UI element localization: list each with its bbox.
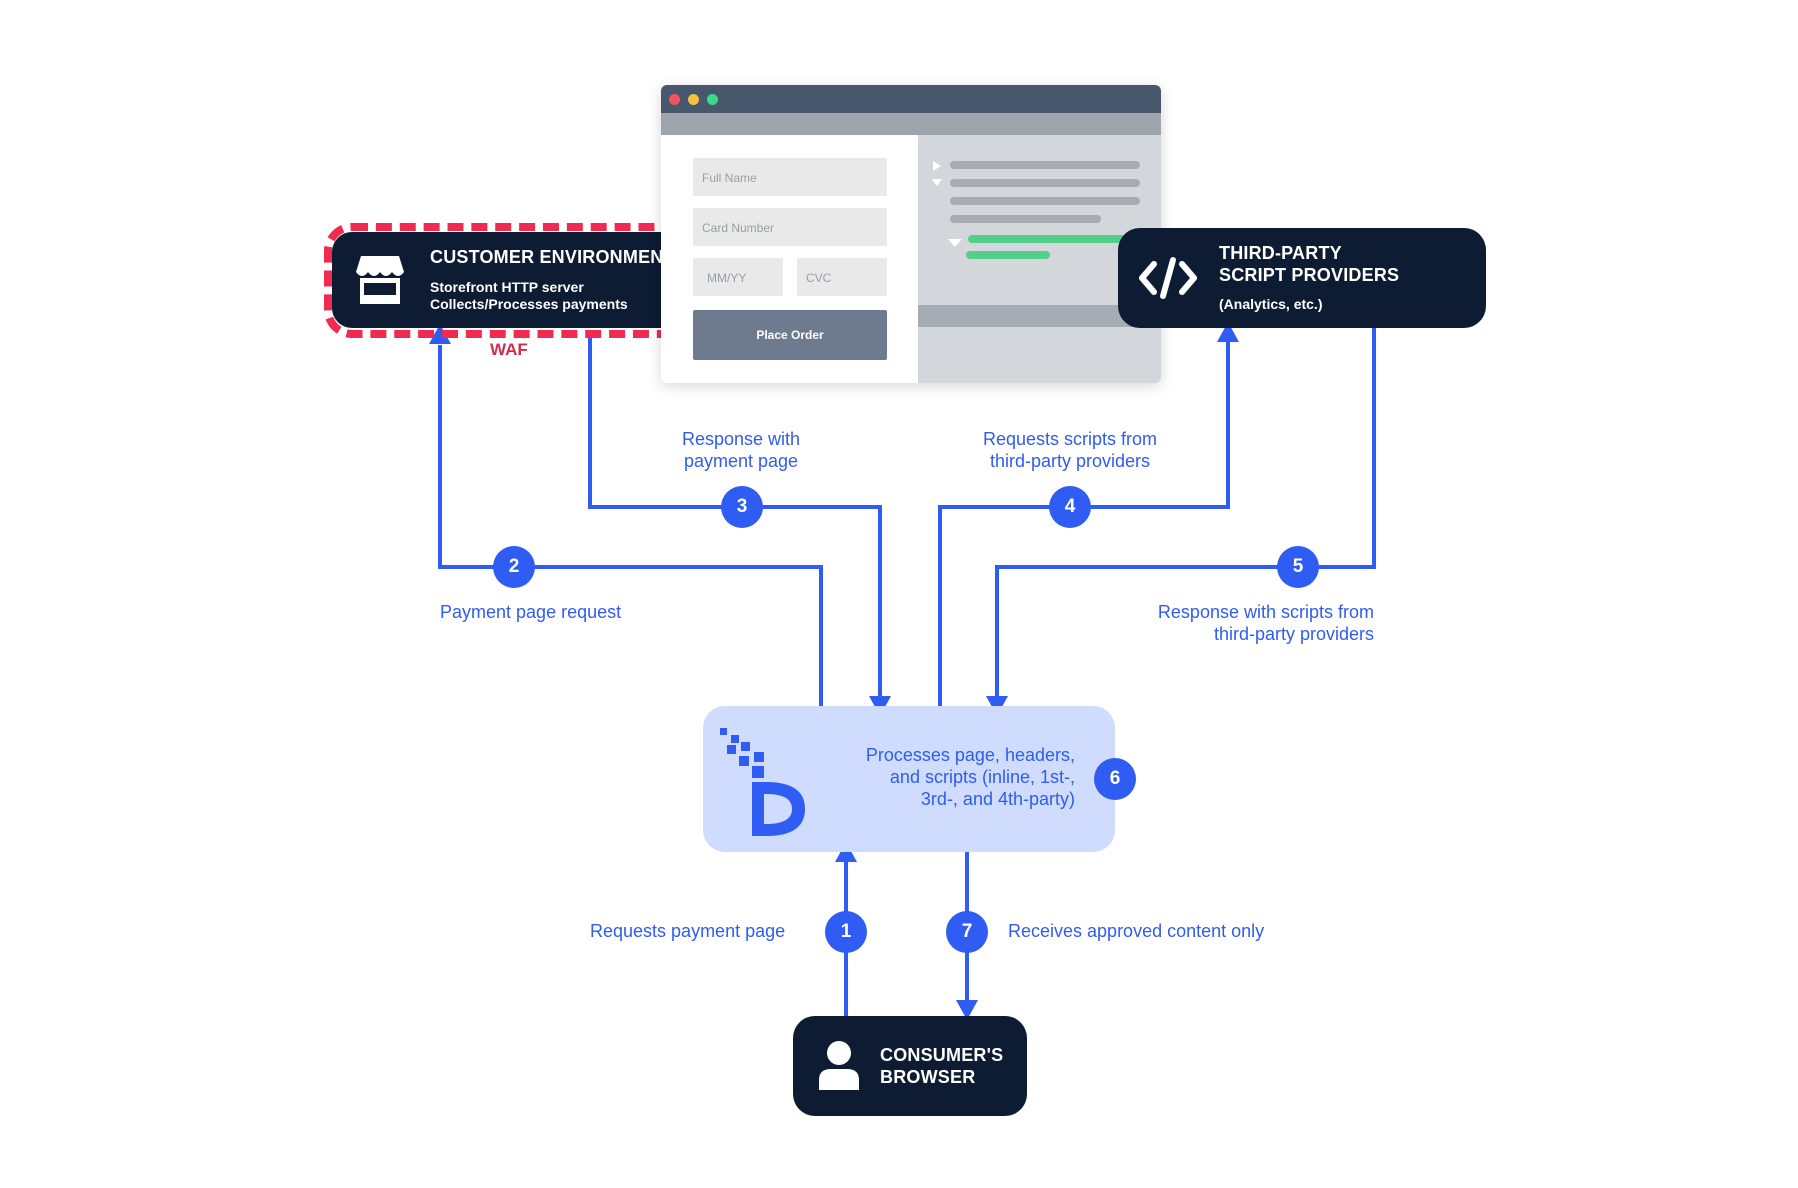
arrowhead-step-7 <box>956 1000 978 1020</box>
arrowhead-step-1 <box>835 842 857 862</box>
third-party-subtitle: (Analytics, etc.) <box>1219 296 1323 312</box>
step-3-label: Response with payment page <box>652 428 830 472</box>
step-4-label-line-2: third-party providers <box>989 451 1151 471</box>
code-line-highlight <box>968 235 1128 243</box>
panel-footer-bar <box>918 305 1161 327</box>
step-1-label: Requests payment page <box>590 921 786 941</box>
step-1-badge: 1 <box>825 911 867 953</box>
payment-page-mockup: Full Name Card Number MM/YY CVC Place Or… <box>661 85 1161 383</box>
d-logo-icon <box>720 728 805 836</box>
expiry-field: MM/YY <box>693 258 783 296</box>
flow-line-step-5 <box>995 328 1376 700</box>
customer-environment-line-1: Storefront HTTP server <box>430 279 584 295</box>
step-3-label-line-1: Response with <box>681 429 801 449</box>
step-2-badge: 2 <box>493 546 535 588</box>
script-processor-box <box>703 706 1115 852</box>
code-icon <box>1139 257 1197 299</box>
code-line-highlight <box>966 251 1050 259</box>
third-party-title-line-1: THIRD-PARTY <box>1219 243 1342 263</box>
step-5-badge: 5 <box>1277 546 1319 588</box>
step-3-label-line-2: payment page <box>683 451 799 471</box>
user-icon <box>819 1041 859 1090</box>
disclosure-arrows-icon <box>932 161 942 186</box>
step-5-label: Response with scripts from third-party p… <box>1100 601 1374 645</box>
window-address-bar <box>661 113 1161 135</box>
step-6-badge: 6 <box>1094 758 1136 800</box>
maximize-dot-icon <box>707 94 718 105</box>
code-line <box>950 215 1101 223</box>
code-line <box>950 197 1140 205</box>
processor-description: Processes page, headers, and scripts (in… <box>810 744 1075 810</box>
step-7-badge: 7 <box>946 911 988 953</box>
step-4-label-line-1: Requests scripts from <box>982 429 1158 449</box>
customer-environment-line-2: Collects/Processes payments <box>430 296 628 312</box>
third-party-script-providers-node: THIRD-PARTY SCRIPT PROVIDERS (Analytics,… <box>1118 228 1486 328</box>
processor-line-2: and scripts (inline, 1st-, <box>889 767 1075 787</box>
step-7-label: Receives approved content only <box>1008 921 1265 941</box>
minimize-dot-icon <box>688 94 699 105</box>
step-5-label-line-2: third-party providers <box>1213 624 1374 644</box>
customer-environment-node: CUSTOMER ENVIRONMENT Storefront HTTP ser… <box>332 232 704 328</box>
consumers-browser-node: CONSUMER'S BROWSER <box>793 1016 1027 1116</box>
step-4-badge: 4 <box>1049 486 1091 528</box>
cvc-field: CVC <box>797 258 887 296</box>
customer-environment-title: CUSTOMER ENVIRONMENT <box>430 247 675 267</box>
close-dot-icon <box>669 94 680 105</box>
card-number-field: Card Number <box>693 208 887 246</box>
browser-title-line-1: CONSUMER'S <box>880 1045 1004 1065</box>
step-4-label: Requests scripts from third-party provid… <box>960 428 1180 472</box>
place-order-button: Place Order <box>693 310 887 360</box>
window-titlebar <box>661 85 1161 113</box>
code-line <box>950 179 1140 187</box>
full-name-field: Full Name <box>693 158 887 196</box>
processor-line-3: 3rd-, and 4th-party) <box>920 789 1075 809</box>
third-party-title-line-2: SCRIPT PROVIDERS <box>1219 265 1400 285</box>
storefront-icon <box>356 256 404 304</box>
arrowhead-step-4 <box>1217 322 1239 342</box>
waf-label: WAF <box>490 340 528 359</box>
step-5-label-line-1: Response with scripts from <box>1157 602 1374 622</box>
code-line <box>950 161 1140 169</box>
browser-title-line-2: BROWSER <box>880 1067 976 1087</box>
step-3-badge: 3 <box>721 486 763 528</box>
step-2-label: Payment page request <box>440 602 622 622</box>
processor-line-1: Processes page, headers, <box>865 745 1075 765</box>
disclosure-arrow-green-icon <box>948 239 962 247</box>
flow-line-step-2 <box>438 345 823 706</box>
